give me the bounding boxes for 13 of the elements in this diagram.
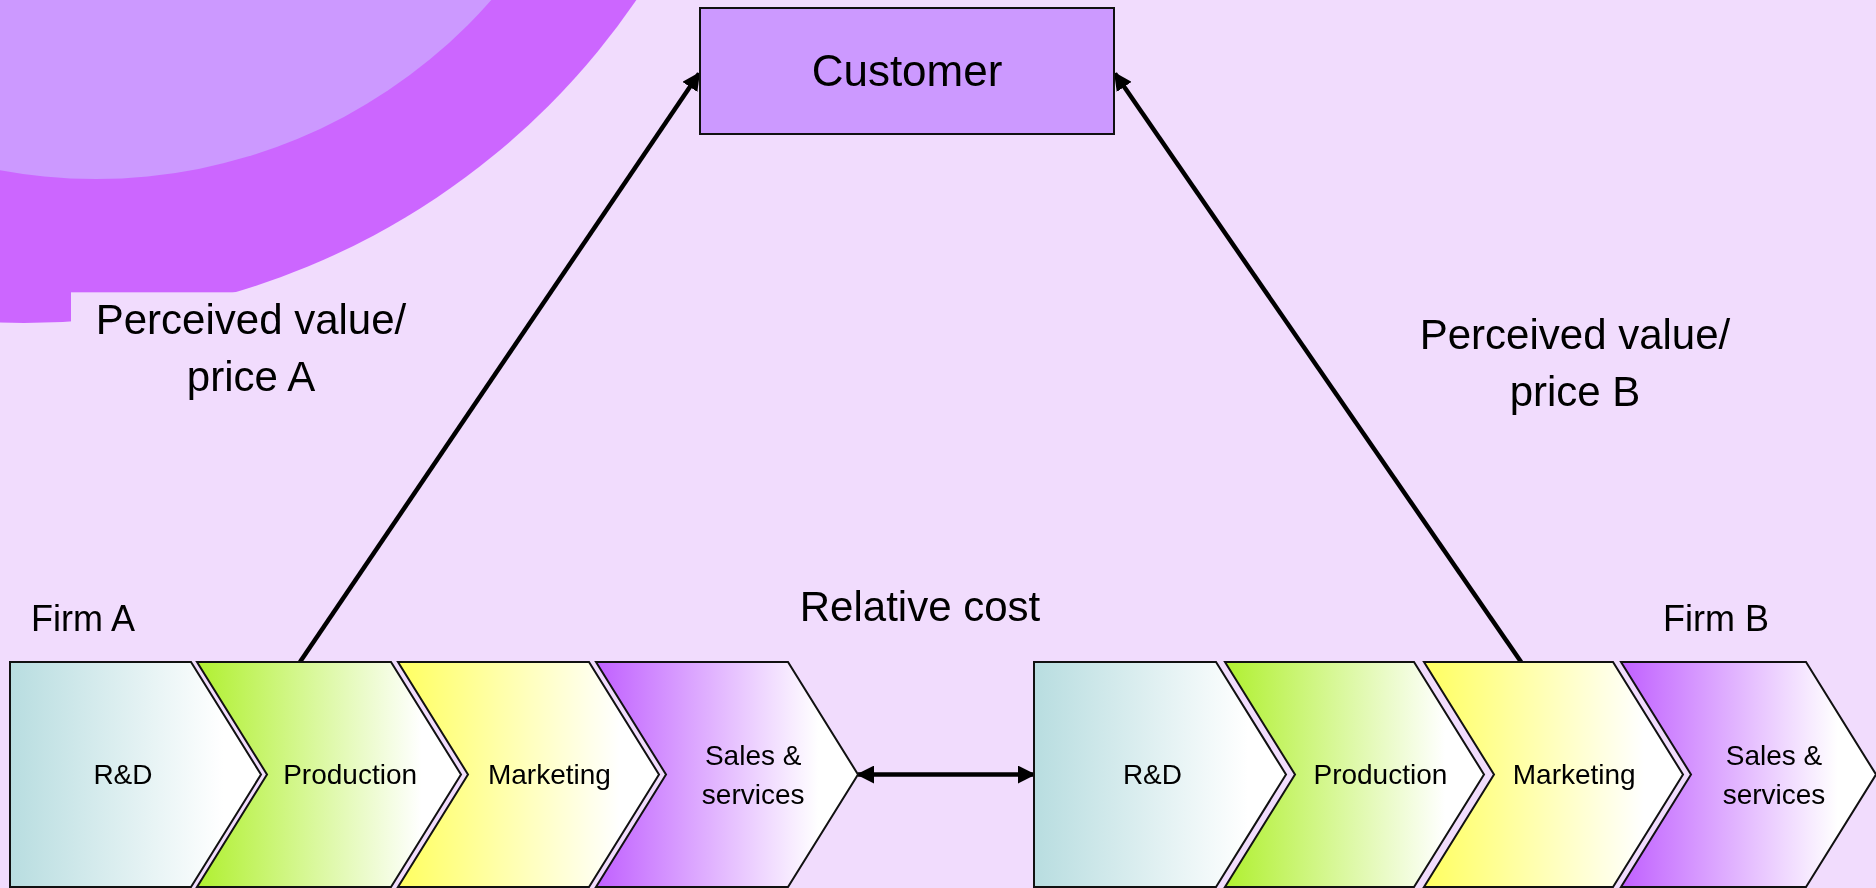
stage-label: R&D [92, 757, 154, 792]
stage-label: Marketing [1511, 757, 1637, 792]
group-heading: Firm A [31, 598, 135, 640]
box-label: Customer [811, 46, 1003, 96]
group-heading: Firm B [1663, 598, 1769, 640]
stage-label: Sales & services [700, 738, 806, 812]
stage-label: Production [1312, 757, 1449, 792]
process-box [699, 7, 1115, 135]
stage-label: R&D [1121, 757, 1183, 792]
stage-label: Production [282, 757, 419, 792]
stage-label: Marketing [486, 757, 612, 792]
stage-label: Sales & services [1721, 738, 1827, 812]
arrow [298, 72, 701, 664]
